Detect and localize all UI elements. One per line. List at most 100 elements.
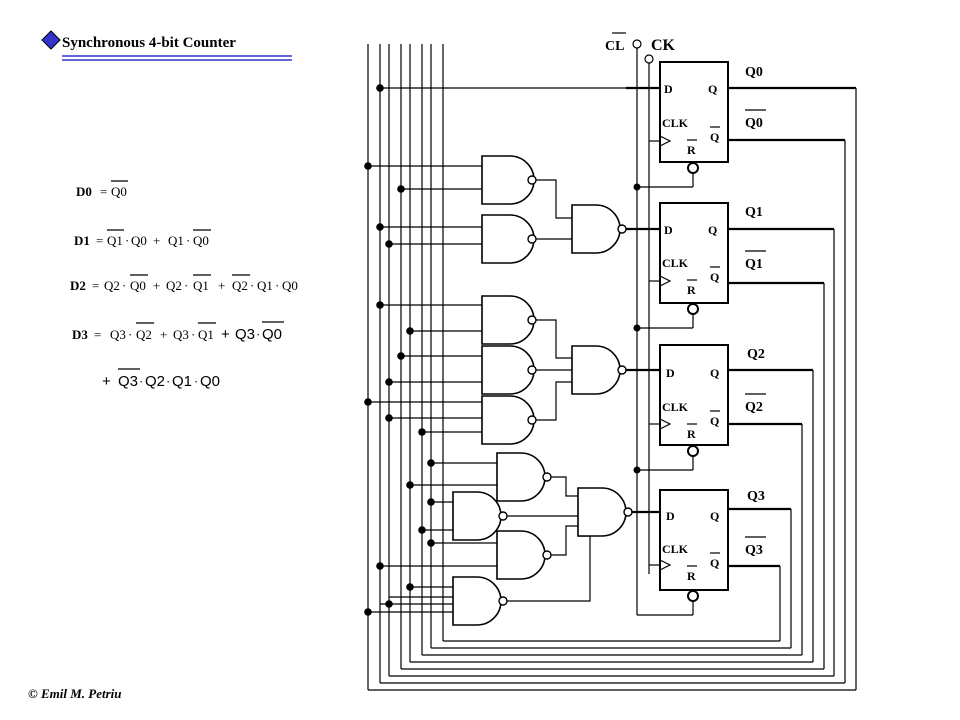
eq-d2-t3: Q2 — [166, 278, 182, 293]
reset-bubble — [687, 303, 699, 315]
eq-d2-t1: Q2 — [104, 278, 120, 293]
eq-d0-lhs: D0 — [76, 184, 92, 199]
flipflop-1: D Q CLK Q R Q1 Q1 — [626, 202, 834, 328]
eq-d3-lhs: D3 — [72, 327, 88, 342]
eq-dot: · — [184, 278, 188, 293]
flipflop-0: D Q CLK Q R Q0 Q0 — [626, 61, 856, 187]
flipflop-3: D Q CLK Q R Q3 Q3 — [626, 489, 791, 615]
control-lines: CL CK — [605, 32, 693, 616]
ff-q-pin: Q — [710, 366, 719, 380]
eq-d2-plus1: + — [153, 278, 160, 293]
title-block: Synchronous 4-bit Counter — [41, 30, 292, 61]
diamond-bullet-icon — [41, 30, 61, 50]
eq-d3-plus2: + — [221, 326, 230, 343]
eq-dot: · — [166, 374, 170, 389]
feedback-wires — [368, 88, 857, 691]
flipflop-2: D Q CLK Q R Q2 Q2 — [626, 344, 813, 470]
q0bar-label: Q0 — [745, 116, 763, 131]
ff-clk-pin: CLK — [662, 542, 689, 556]
eq-d3-t3: Q3 — [173, 327, 189, 342]
eq-d1-t2: Q0 — [131, 233, 147, 248]
ff-qbar-pin: Q — [710, 414, 719, 428]
ff-q-pin: Q — [708, 82, 717, 96]
ff-reset-pin: R — [687, 427, 696, 441]
ff-q-pin: Q — [708, 223, 717, 237]
bus-lines — [367, 44, 444, 690]
eq-d3b-t2: Q2 — [145, 373, 165, 390]
eq-d3-t4: Q1 — [198, 327, 214, 342]
eq-d0-rhs: Q0 — [111, 184, 127, 199]
eq-dot: · — [128, 327, 132, 342]
eq-d3b-plus: + — [102, 373, 111, 390]
eq-d3b-t1: Q3 — [118, 373, 138, 390]
clock-label: CK — [651, 37, 676, 54]
eq-d1-t1: Q1 — [107, 233, 123, 248]
ff-d-pin: D — [666, 509, 675, 523]
nand-gate-d1-b — [376, 214, 572, 264]
eq-d2-eq: = — [92, 278, 99, 293]
nand-gate-d3-c — [376, 525, 578, 580]
q3-label: Q3 — [747, 489, 765, 504]
eq-d1-plus: + — [153, 233, 160, 248]
nand-gate-d3-b — [418, 491, 578, 541]
ff-clk-pin: CLK — [662, 400, 689, 414]
q2bar-label: Q2 — [745, 400, 763, 415]
ff-reset-pin: R — [687, 143, 696, 157]
eq-d3-t2: Q2 — [136, 327, 152, 342]
eq-d2-t2: Q0 — [130, 278, 146, 293]
ff-qbar-pin: Q — [710, 556, 719, 570]
q2-label: Q2 — [747, 347, 765, 362]
page-title: Synchronous 4-bit Counter — [62, 35, 236, 51]
eq-dot: · — [194, 374, 198, 389]
ff-clk-pin: CLK — [662, 256, 689, 270]
eq-d3-t5: Q3 — [235, 326, 255, 343]
q1bar-label: Q1 — [745, 257, 763, 272]
ff-d-pin: D — [664, 223, 673, 237]
clock-input-terminal — [644, 54, 654, 64]
eq-d3-plus1: + — [160, 327, 167, 342]
nand-gate-d3-out — [577, 487, 633, 537]
eq-dot: · — [191, 327, 195, 342]
eq-d0-eq: = — [100, 184, 107, 199]
ff-d-pin: D — [664, 82, 673, 96]
nand-gate-d1-out — [571, 204, 627, 254]
ff-reset-pin: R — [687, 569, 696, 583]
nand-gate-d1-a — [364, 155, 572, 219]
eq-d3b-t4: Q0 — [200, 373, 220, 390]
q0-label: Q0 — [745, 65, 763, 80]
eq-dot: · — [122, 278, 126, 293]
eq-d2-t4: Q1 — [193, 278, 209, 293]
eq-d2-t5: Q2 — [232, 278, 248, 293]
copyright-footer: © Emil M. Petriu — [28, 686, 122, 701]
nand-gate-d3-d — [364, 535, 591, 626]
eq-d3-eq: = — [94, 327, 101, 342]
eq-d2-t6: Q1 — [257, 278, 273, 293]
eq-d1-t3: Q1 — [168, 233, 184, 248]
eq-d1-dot: · — [125, 233, 129, 248]
eq-dot: · — [250, 278, 254, 293]
ff-clk-pin: CLK — [662, 116, 689, 130]
eq-d3-t1: Q3 — [110, 327, 126, 342]
eq-d3-t6: Q0 — [262, 326, 282, 343]
nand-gate-d2-c — [364, 381, 572, 445]
reset-bubble — [687, 590, 699, 602]
eq-d3b-t3: Q1 — [172, 373, 192, 390]
eq-d1-eq: = — [96, 233, 103, 248]
d0-input — [376, 84, 626, 92]
eq-dot: · — [275, 278, 279, 293]
ff-qbar-pin: Q — [710, 130, 719, 144]
eq-d1-dot2: · — [186, 233, 190, 248]
reset-bubble — [687, 445, 699, 457]
eq-d1-lhs: D1 — [74, 233, 90, 248]
eq-dot: · — [139, 374, 143, 389]
clear-input-terminal — [632, 39, 642, 49]
clear-label: CL — [605, 39, 624, 54]
nand-gate-d3-a — [406, 452, 578, 502]
q3bar-label: Q3 — [745, 543, 763, 558]
eq-dot: · — [256, 327, 260, 342]
q1-label: Q1 — [745, 205, 763, 220]
ff-q-pin: Q — [710, 509, 719, 523]
ff-d-pin: D — [666, 366, 675, 380]
nand-gate-d2-out — [571, 345, 627, 395]
